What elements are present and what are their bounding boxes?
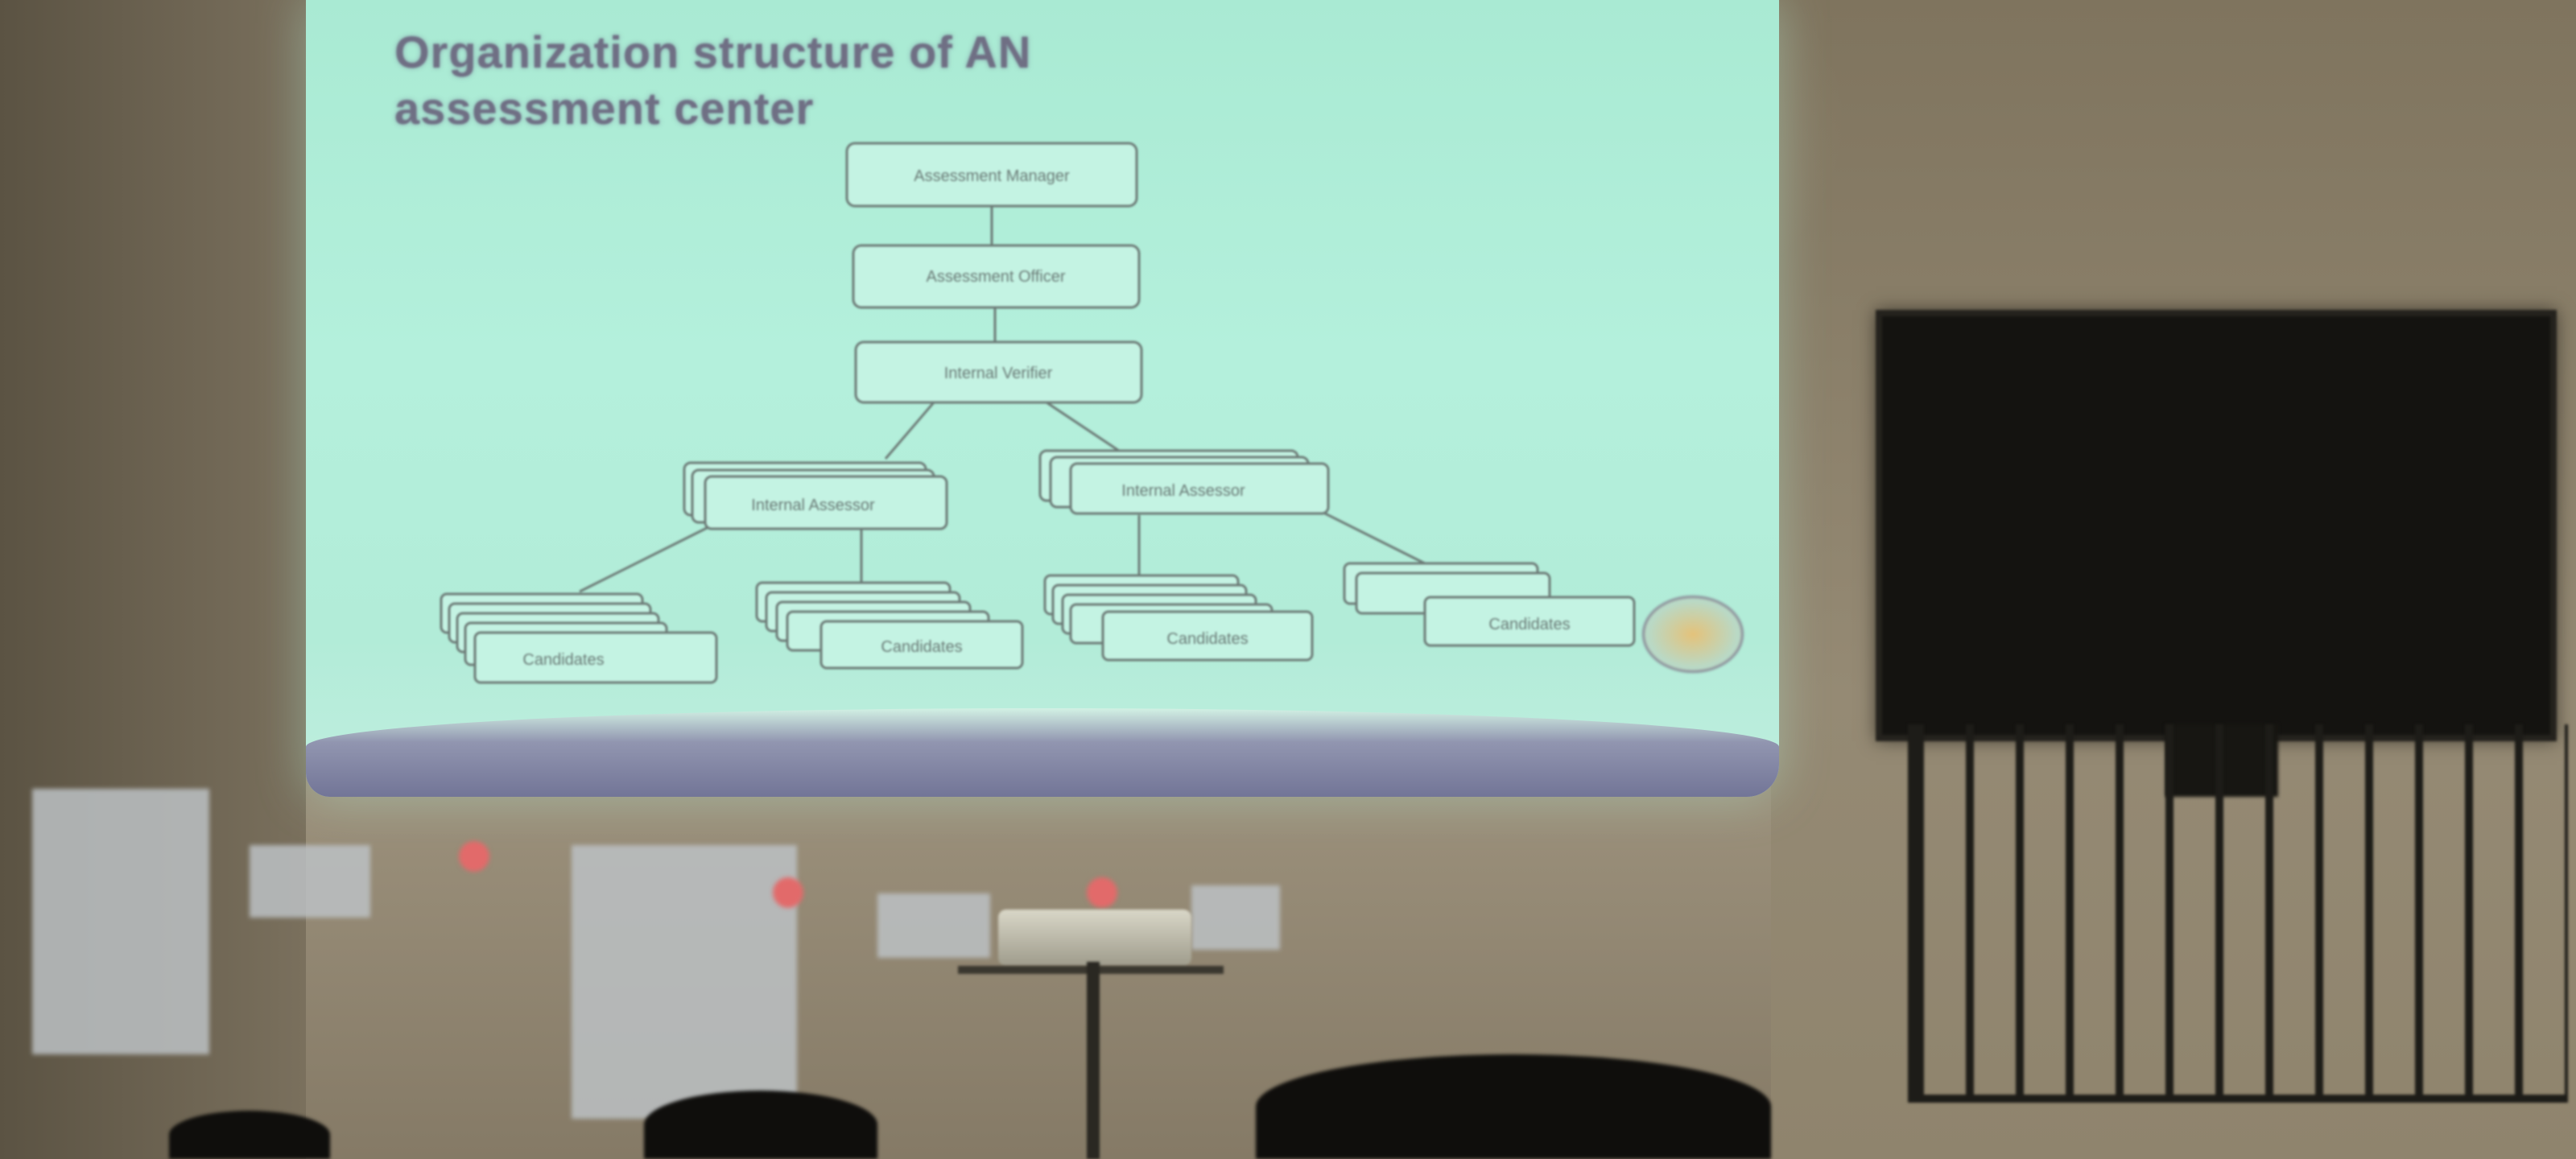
slide-footer-band [306,708,1779,797]
audience-head-1 [169,1111,330,1159]
projector [998,909,1191,966]
institution-logo [1642,596,1744,673]
connector-assessor-left-cand-1 [579,526,709,593]
candidates-label-3: Candidates [1166,630,1248,648]
assessment-officer-label: Assessment Officer [926,268,1065,286]
internal-assessor-right-label: Internal Assessor [1121,482,1245,500]
audience-head-3 [1256,1054,1771,1159]
internal-verifier-label: Internal Verifier [944,365,1053,382]
audience-head-2 [644,1091,877,1159]
red-pin-1 [459,841,489,872]
assessment-manager-label: Assessment Manager [914,167,1070,185]
assessment-officer-box: Assessment Officer [852,244,1141,309]
slide-title: Organization structure of AN assessment … [394,24,1360,137]
candidates-box-2: Candidates [755,581,1024,670]
connector-verifier-assessor-right [1046,401,1120,452]
projector-screen: Organization structure of AN assessment … [306,0,1779,797]
internal-verifier-box: Internal Verifier [854,340,1143,404]
notice-board-1 [32,789,209,1054]
internal-assessor-left-box: Internal Assessor [683,461,948,530]
notice-board-5 [1191,885,1280,950]
candidates-box-1: Candidates [440,592,718,684]
assessment-manager-box: Assessment Manager [845,142,1138,208]
candidates-label-1: Candidates [522,651,604,669]
notice-board-3 [572,845,797,1119]
candidates-box-3: Candidates [1043,574,1314,662]
internal-assessor-right-box: Internal Assessor [1038,449,1330,515]
internal-assessor-left-label: Internal Assessor [751,497,875,514]
slide-title-line-1: Organization structure of AN [394,27,1032,77]
org-chart-diagram: Assessment Manager Assessment Officer In… [440,142,1636,684]
candidates-box-4: Candidates [1343,562,1636,647]
wall-tv [1876,310,2557,741]
red-pin-2 [773,877,803,908]
projector-pole [1087,962,1100,1159]
window-grille [1908,724,2568,1103]
slide-title-line-2: assessment center [394,83,815,134]
connector-assessor-right-cand-4 [1319,509,1426,565]
notice-board-4 [877,893,990,958]
candidates-label-2: Candidates [881,638,962,656]
red-pin-3 [1087,877,1117,908]
candidates-label-4: Candidates [1488,616,1570,633]
notice-board-2 [250,845,370,918]
connector-verifier-assessor-left [884,402,935,460]
